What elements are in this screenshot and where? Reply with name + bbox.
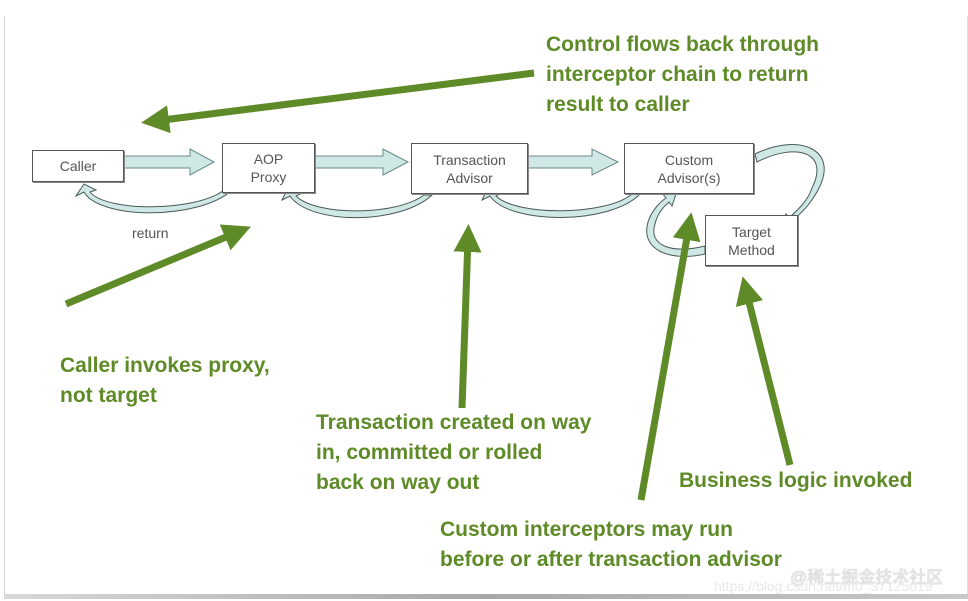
node-transaction-advisor-label: Transaction Advisor: [433, 151, 506, 186]
note-transaction-created: Transaction created on way in, committed…: [316, 411, 592, 494]
return-arrow-proxy-to-caller: [74, 183, 234, 214]
node-transaction-advisor: Transaction Advisor: [411, 143, 528, 194]
flow-arrow-transaction-to-custom: [527, 148, 620, 176]
node-target-method-label: Target Method: [728, 223, 775, 258]
node-aop-proxy-label: AOP Proxy: [250, 151, 287, 185]
annotation-arrow-business-logic: [735, 276, 794, 466]
node-caller-label: Caller: [59, 158, 97, 174]
node-target-method: Target Method: [705, 215, 798, 266]
node-custom-advisors-label: Custom Advisor(s): [657, 151, 721, 186]
frame-shadow: [4, 594, 968, 599]
note-control-flows-back: Control flows back through interceptor c…: [546, 33, 819, 116]
annotation-arrow-custom-interceptors: [637, 212, 701, 501]
note-business-logic: Business logic invoked: [679, 469, 913, 492]
node-caller: Caller: [32, 150, 124, 182]
annotation-arrow-caller-invokes: [64, 224, 251, 308]
note-custom-interceptors: Custom interceptors may run before or af…: [440, 518, 782, 571]
return-arrow-transaction-to-proxy: [280, 187, 434, 219]
flow-arrow-proxy-to-transaction: [314, 148, 410, 176]
note-caller-invokes-proxy: Caller invokes proxy, not target: [60, 354, 270, 407]
return-label: return: [132, 225, 169, 241]
return-arrow-target-to-custom: [646, 192, 706, 257]
node-aop-proxy: AOP Proxy: [222, 143, 315, 193]
watermark-url: https://blog.csdn.net/m0_37125019: [714, 578, 933, 594]
annotation-arrow-control-flow: [141, 69, 535, 134]
node-custom-advisors: Custom Advisor(s): [624, 143, 754, 194]
watermark-brand: @稀土掘金技术社区: [790, 568, 944, 587]
annotation-arrow-transaction: [453, 224, 482, 409]
flow-arrow-caller-to-proxy: [123, 148, 216, 176]
